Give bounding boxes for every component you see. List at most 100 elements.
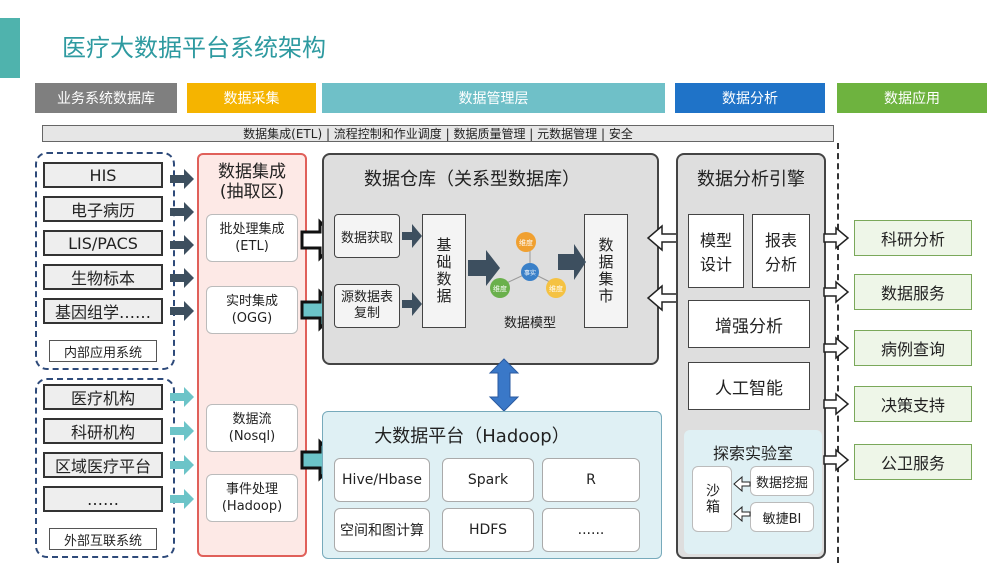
agile-bi-box: 敏捷BI [750,502,814,532]
app-case-query: 病例查询 [854,330,972,366]
arrow-model-to-mart [558,244,586,280]
app-data-service: 数据服务 [854,274,972,310]
arrow-to-public-health [823,448,850,472]
model-node-dim-right: 维度 [546,278,566,298]
hadoop-hdfs: HDFS [442,508,534,552]
model-node-dim-top: 维度 [516,232,536,252]
arrow-more [170,489,194,509]
source-table-copy-box: 源数据表 复制 [334,284,400,328]
sub-batch-etl-line2: (ETL) [235,239,269,254]
data-model-diagram: 维度 事实 维度 维度 [490,232,566,298]
sub-batch-etl: 批处理集成 (ETL) [206,214,298,262]
base-data-label: 基础数据 [434,237,453,305]
sandbox-box: 沙箱 [692,466,732,532]
arrow-to-decision [823,392,850,416]
integration-title-line2: (抽取区) [219,182,285,202]
band-data-analysis: 数据分析 [675,83,825,113]
base-data-box: 基础数据 [422,214,466,328]
hadoop-more: ...... [542,508,640,552]
model-node-fact: 事实 [521,263,539,281]
data-mining-box: 数据挖掘 [750,466,814,496]
copy-line2: 复制 [353,306,380,321]
title-accent-bar [0,18,20,78]
model-design-line2: 设计 [699,255,732,274]
data-model-label: 数据模型 [503,316,556,331]
band-business-db: 业务系统数据库 [35,83,177,113]
data-acquire-box: 数据获取 [334,214,400,258]
hadoop-title: 大数据平台（Hadoop） [374,426,570,447]
svg-text:事实: 事实 [524,269,536,277]
sub-event-hadoop-line1: 事件处理 [225,482,278,497]
arrow-to-case-query [823,336,850,360]
system-his: HIS [43,162,163,188]
sub-realtime-ogg: 实时集成 (OGG) [206,286,298,334]
arrow-to-data-service [823,280,850,304]
arrow-emr [170,202,194,222]
sub-realtime-ogg-line1: 实时集成 [225,294,278,309]
system-emr: 电子病历 [43,196,163,222]
report-analysis-line2: 分析 [764,255,797,274]
sub-stream-nosql-line1: 数据流 [232,412,272,427]
report-analysis-line1: 报表 [764,231,797,250]
model-design-box: 模型 设计 [688,214,744,288]
band-data-collection: 数据采集 [187,83,316,113]
warehouse-hadoop-bidirectional-arrow [488,358,520,412]
arrow-gene [170,301,194,321]
band-data-application: 数据应用 [837,83,987,113]
hadoop-hive-hbase: Hive/Hbase [334,458,430,502]
arrow-bi-to-sandbox [733,505,751,523]
system-more: …… [43,486,163,512]
sub-event-hadoop: 事件处理 (Hadoop) [206,474,298,522]
arrow-copy-to-base [402,292,422,316]
source-arrows [170,169,194,509]
arrow-lis [170,235,194,255]
integration-title-line1: 数据集成 [218,162,286,182]
data-mart-label: 数据集市 [596,237,615,305]
system-research-institution: 科研机构 [43,418,163,444]
external-systems-label: 外部互联系统 [49,528,157,550]
arrow-mining-to-sandbox [733,475,751,493]
exploration-lab-title: 探索实验室 [712,444,793,463]
system-medical-institution: 医疗机构 [43,384,163,410]
data-mart-box: 数据集市 [584,214,628,328]
system-genomics: 基因组学…… [43,298,163,324]
arrow-to-research [823,226,850,250]
sub-batch-etl-line1: 批处理集成 [219,222,285,237]
integration-title: 数据集成 (抽取区) [197,162,307,202]
sub-realtime-ogg-line2: (OGG) [231,311,273,326]
hadoop-spatial-graph: 空间和图计算 [334,508,430,552]
page-title: 医疗大数据平台系统架构 [62,34,326,62]
svg-text:维度: 维度 [493,284,507,293]
arrow-medical [170,387,194,407]
enhanced-analysis-box: 增强分析 [688,300,810,348]
warehouse-flow [402,224,586,316]
model-node-dim-left: 维度 [490,278,510,298]
arrow-regional [170,455,194,475]
system-lis-pacs: LIS/PACS [43,230,163,256]
sub-stream-nosql-line2: (Nosql) [228,429,276,444]
external-arrows [170,387,194,509]
sub-event-hadoop-line2: (Hadoop) [221,499,283,514]
system-regional-platform: 区域医疗平台 [43,452,163,478]
app-research-analysis: 科研分析 [854,220,972,256]
model-design-line1: 模型 [699,231,732,250]
integration-bar: 数据集成(ETL) | 流程控制和作业调度 | 数据质量管理 | 元数据管理 |… [42,125,834,142]
hadoop-spark: Spark [442,458,534,502]
internal-arrows [170,169,194,321]
internal-systems-group [35,152,175,370]
band-data-management: 数据管理层 [322,83,665,113]
application-arrows [823,226,850,472]
hadoop-r: R [542,458,640,502]
copy-line1: 源数据表 [340,290,393,305]
arrow-research [170,421,194,441]
svg-text:维度: 维度 [519,238,533,247]
app-public-health: 公卫服务 [854,444,972,480]
arrow-bio [170,268,194,288]
internal-systems-label: 内部应用系统 [49,340,157,362]
lab-arrows [733,475,751,523]
engine-title: 数据分析引擎 [697,169,805,190]
sub-stream-nosql: 数据流 (Nosql) [206,404,298,452]
report-analysis-box: 报表 分析 [752,214,810,288]
arrow-his [170,169,194,189]
app-decision-support: 决策支持 [854,386,972,422]
